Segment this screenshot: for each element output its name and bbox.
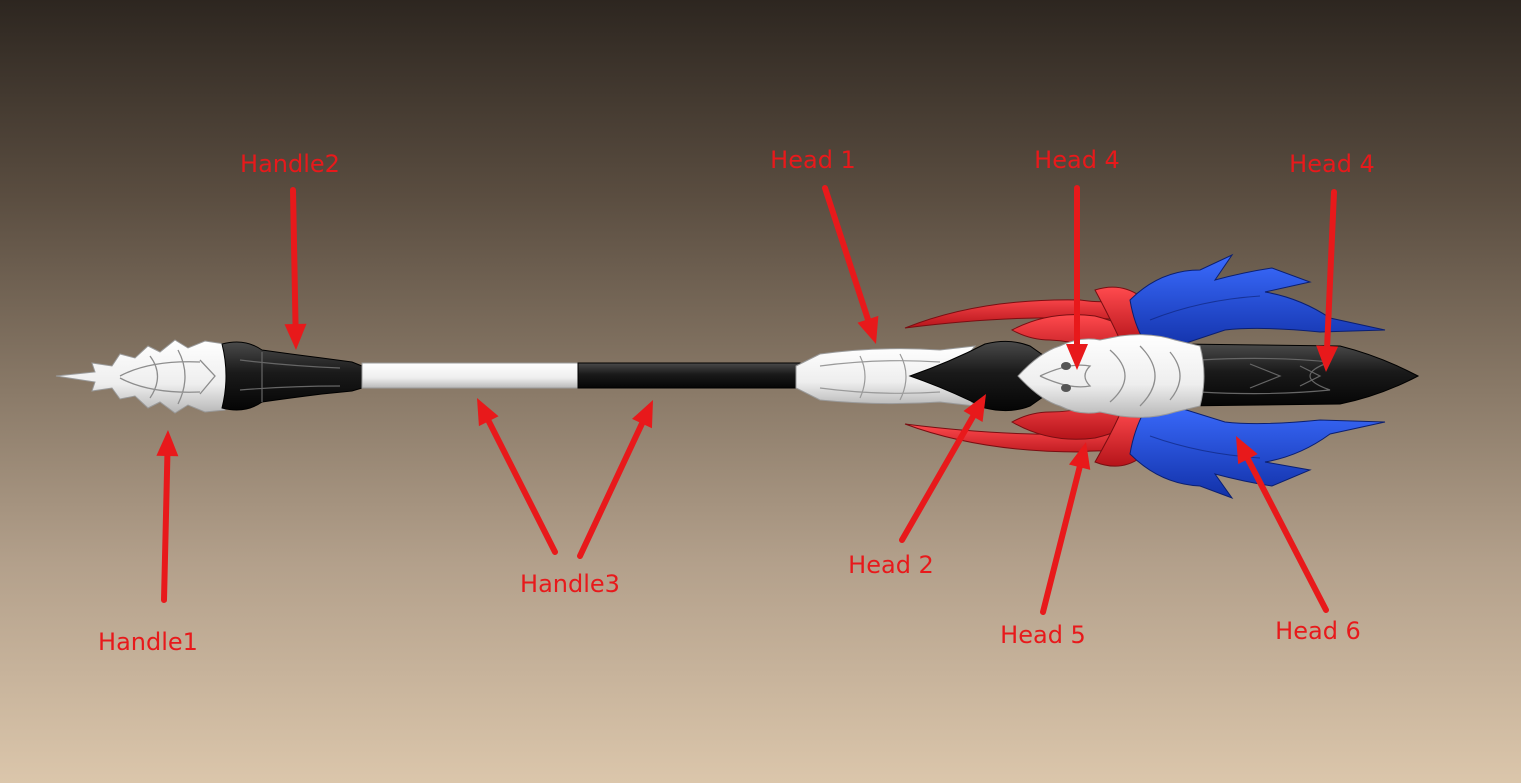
head4-white-center (1018, 335, 1204, 418)
handle1-pommel (56, 340, 228, 413)
arrow-handle2 (285, 190, 307, 350)
label-handle3: Handle3 (520, 570, 620, 598)
label-head6: Head 6 (1275, 617, 1361, 645)
label-head4-right: Head 4 (1289, 150, 1375, 178)
label-head4-left: Head 4 (1034, 146, 1120, 174)
handle2-grip (222, 342, 362, 410)
handle3-shaft (362, 363, 800, 388)
label-handle2: Handle2 (240, 150, 340, 178)
arrow-head2 (902, 394, 986, 540)
arrow-handle3-left (477, 398, 555, 552)
label-head2: Head 2 (848, 551, 934, 579)
arrow-head1 (825, 188, 878, 344)
head4-black-blade (1180, 344, 1418, 406)
arrow-handle1 (156, 430, 178, 600)
arrow-head5 (1043, 442, 1090, 612)
arrow-head4-right (1316, 192, 1338, 372)
arrow-head6 (1236, 436, 1326, 610)
label-handle1: Handle1 (98, 628, 198, 656)
label-head5: Head 5 (1000, 621, 1086, 649)
arrow-handle3-right (580, 400, 653, 556)
label-head1: Head 1 (770, 146, 856, 174)
